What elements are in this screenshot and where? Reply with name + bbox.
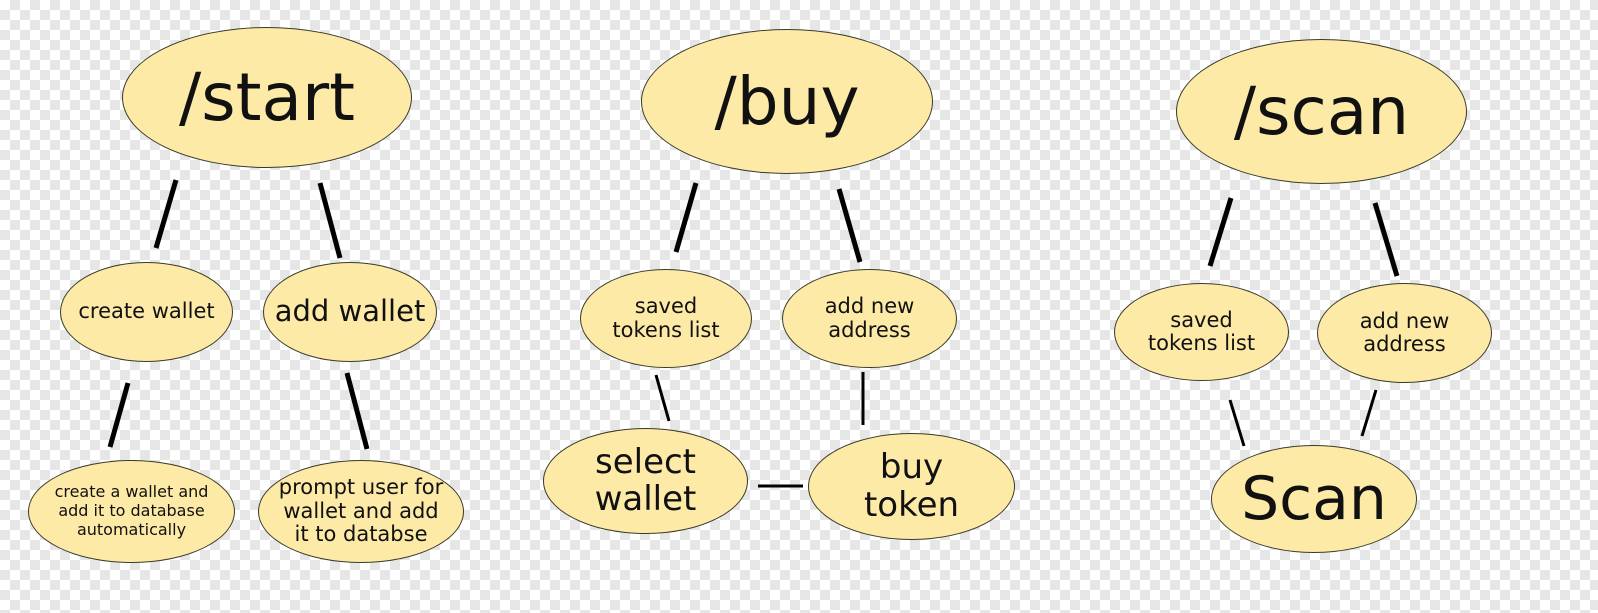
create-wallet-description-node: create a wallet and add it to database a…	[28, 460, 235, 563]
buy-command-label: /buy	[714, 62, 860, 140]
buy-token-label: buy token	[863, 447, 960, 525]
buy-add-address-node: add new address	[782, 269, 957, 368]
scan-saved-tokens-label: saved tokens list	[1147, 307, 1256, 355]
add-wallet-description-node: prompt user for wallet and add it to dat…	[258, 460, 464, 563]
scan-add-address-node: add new address	[1317, 283, 1492, 383]
connector-add-address-scan	[1360, 389, 1378, 437]
connector-buy-add-address	[836, 188, 863, 263]
buy-add-address-label: add new address	[824, 294, 915, 342]
buy-command-node: /buy	[641, 29, 933, 174]
scan-label: Scan	[1241, 464, 1387, 534]
scan-add-address-label: add new address	[1359, 308, 1450, 356]
select-wallet-node: select wallet	[543, 428, 748, 534]
buy-saved-tokens-node: saved tokens list	[580, 269, 752, 368]
create-wallet-description: create a wallet and add it to database a…	[54, 482, 209, 539]
scan-command-node: /scan	[1176, 39, 1467, 184]
buy-token-node: buy token	[808, 433, 1015, 540]
connector-start-add-wallet	[317, 182, 343, 259]
connector-add-wallet-desc	[344, 372, 370, 450]
scan-command-label: /scan	[1233, 72, 1410, 150]
buy-saved-tokens-label: saved tokens list	[612, 294, 720, 342]
start-command-node: /start	[122, 27, 412, 168]
start-command-label: /start	[179, 58, 355, 136]
create-wallet-node: create wallet	[60, 262, 233, 362]
connector-scan-saved-tokens	[1207, 197, 1234, 267]
select-wallet-label: select wallet	[594, 441, 697, 519]
connector-scan-add-address	[1372, 202, 1400, 277]
add-wallet-node: add wallet	[263, 262, 437, 362]
connector-start-create-wallet	[153, 179, 179, 249]
create-wallet-label: create wallet	[78, 299, 215, 324]
connector-buy-saved-tokens	[673, 182, 699, 253]
connector-create-wallet-desc	[107, 382, 131, 448]
add-wallet-label: add wallet	[274, 294, 426, 329]
connector-saved-tokens-scan	[1228, 399, 1246, 447]
connector-saved-tokens-select-wallet	[654, 374, 671, 422]
scan-node: Scan	[1211, 445, 1417, 553]
add-wallet-description: prompt user for wallet and add it to dat…	[278, 475, 444, 547]
scan-saved-tokens-node: saved tokens list	[1114, 283, 1289, 381]
